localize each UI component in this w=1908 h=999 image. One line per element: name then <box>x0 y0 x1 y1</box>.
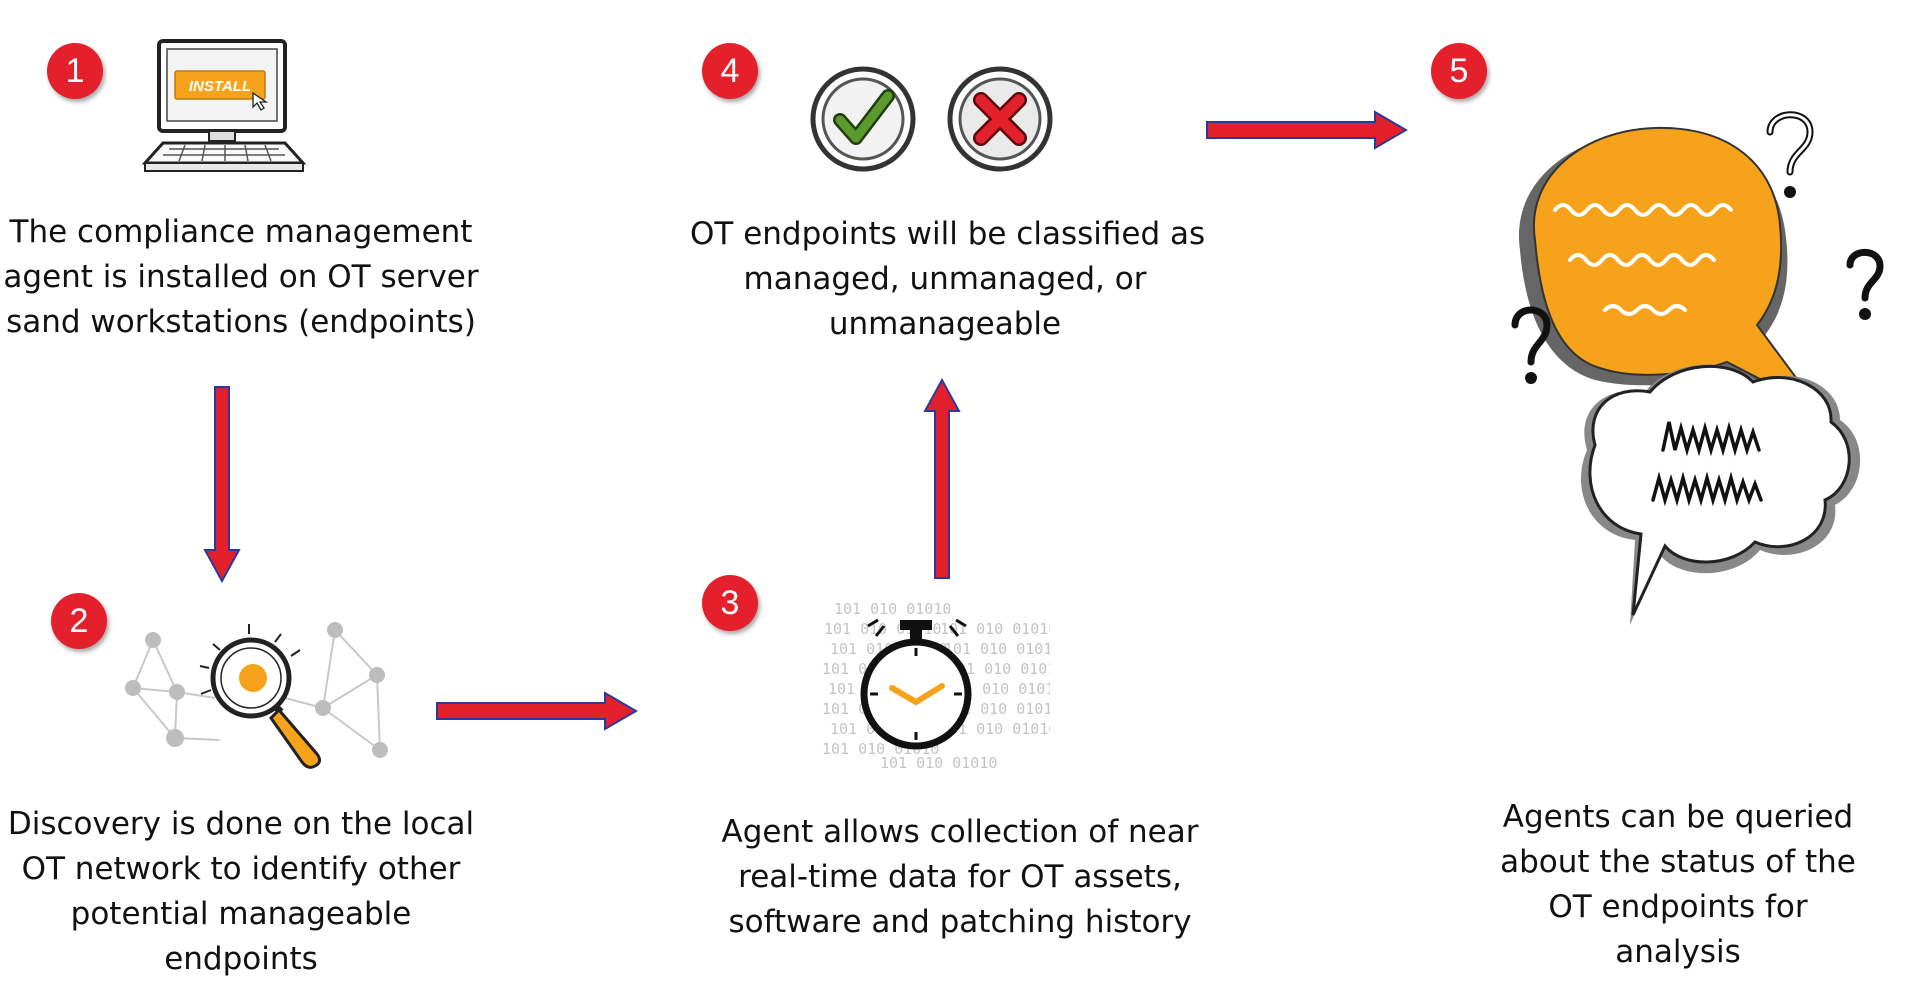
step-3-line-1: Agent allows collection of near <box>721 814 1199 850</box>
step-3-line-3: software and patching history <box>728 904 1192 940</box>
binary-text-1: 101 010 01010 <box>834 600 951 618</box>
network-search-icon <box>125 622 388 769</box>
computer-install-icon: INSTALL <box>141 39 307 172</box>
binary-text-9: 101 010 01010 <box>940 620 1050 638</box>
step-badge-2: 2 <box>51 593 107 649</box>
step-1-line-1: The compliance management <box>9 214 473 250</box>
step-5-line-1: Agents can be queried <box>1502 799 1854 835</box>
binary-text-12: 101 010 01010 <box>946 680 1050 698</box>
cross-icon <box>947 66 1053 172</box>
arrow-step1-to-step2 <box>203 386 241 584</box>
step-1-line-3: sand workstations (endpoints) <box>6 304 476 340</box>
binary-text-11: 101 010 01010 <box>948 660 1050 678</box>
step-5-line-4: analysis <box>1615 934 1741 970</box>
step-badge-4: 4 <box>702 43 758 99</box>
stopwatch-icon: 101 010 01010 101 010 01010 101 010 0101… <box>822 600 1050 772</box>
step-2-line-1: Discovery is done on the local <box>7 806 475 842</box>
step-5-caption: Agents can be queried about the status o… <box>1478 795 1878 975</box>
step-4-line-3: unmanageable <box>828 306 1062 342</box>
binary-text-15: 101 010 01010 <box>880 754 997 772</box>
binary-text-14: 101 010 01010 <box>940 720 1050 738</box>
step-2-line-2: OT network to identify other <box>21 851 461 887</box>
step-5-line-2: about the status of the <box>1500 844 1856 880</box>
step-badge-1: 1 <box>47 43 103 99</box>
arrow-step3-to-step4 <box>923 378 961 579</box>
speech-bubbles-icon <box>1511 111 1884 625</box>
step-4-line-1: OT endpoints will be classified as <box>690 216 1206 252</box>
step-2-line-4: endpoints <box>164 941 318 977</box>
binary-text-13: 101 010 01010 <box>944 700 1050 718</box>
step-2-line-3: potential manageable <box>70 896 412 932</box>
step-4-line-2: managed, unmanaged, or <box>743 261 1147 297</box>
step-3-line-2: real-time data for OT assets, <box>738 859 1182 895</box>
step-5-line-3: OT endpoints for <box>1548 889 1808 925</box>
step-1-caption: The compliance management agent is insta… <box>0 210 482 345</box>
checkmark-icon <box>810 66 916 172</box>
step-badge-3: 3 <box>702 575 758 631</box>
step-3-caption: Agent allows collection of near real-tim… <box>720 810 1200 945</box>
step-2-caption: Discovery is done on the local OT networ… <box>0 802 482 982</box>
step-1-line-2: agent is installed on OT server <box>3 259 479 295</box>
binary-text-10: 101 010 01010 <box>944 640 1050 658</box>
install-label: INSTALL <box>189 78 251 95</box>
arrow-step2-to-step3 <box>436 691 638 731</box>
step-badge-5: 5 <box>1431 43 1487 99</box>
step-4-caption: OT endpoints will be classified as manag… <box>690 212 1206 347</box>
arrow-step4-to-step5 <box>1206 110 1408 150</box>
